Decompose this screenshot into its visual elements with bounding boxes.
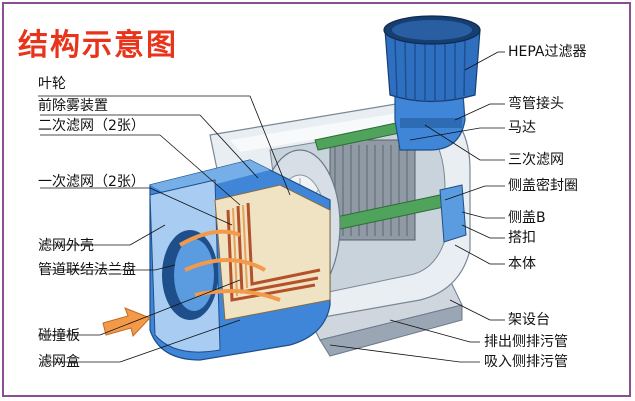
diagram-title: 结构示意图 [18, 28, 178, 63]
label-pipe-flange: 管道联结法兰盘 [38, 262, 136, 278]
label-secondary-filter: 二次滤网（2张） [38, 118, 145, 134]
label-tertiary-filter: 三次滤网 [508, 152, 564, 168]
label-side-cover-b: 侧盖B [508, 210, 546, 226]
label-intake-drain: 吸入侧排污管 [484, 354, 568, 370]
label-filter-casing: 滤网外壳 [38, 238, 94, 254]
label-main-body: 本体 [508, 256, 536, 272]
label-impeller: 叶轮 [38, 76, 66, 92]
label-motor: 马达 [508, 120, 536, 136]
label-exhaust-drain: 排出侧排污管 [484, 334, 568, 350]
label-filter-box: 滤网盒 [38, 354, 80, 370]
label-mounting-stand: 架设台 [508, 312, 550, 328]
label-primary-filter: 一次滤网（2张） [38, 174, 145, 190]
label-elbow-joint: 弯管接头 [508, 96, 564, 112]
label-front-demister: 前除雾装置 [38, 98, 108, 114]
label-impact-plate: 碰撞板 [38, 328, 80, 344]
label-clasp: 搭扣 [508, 230, 536, 246]
label-side-cover-seal: 侧盖密封圈 [508, 178, 578, 194]
label-hepa-filter: HEPA过滤器 [508, 44, 587, 60]
